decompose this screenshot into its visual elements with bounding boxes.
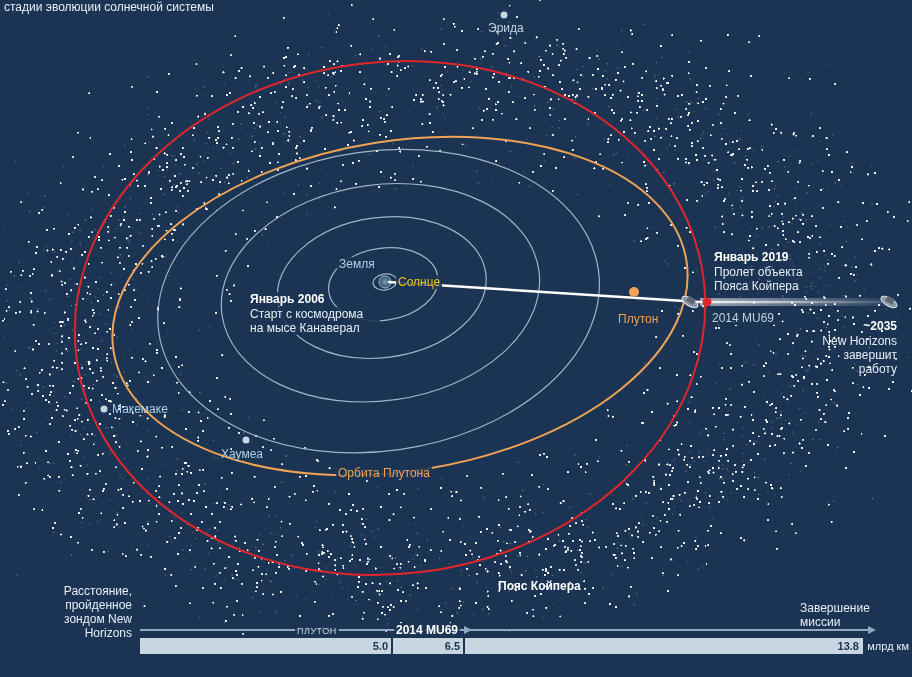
planet-name: Земля: [337, 257, 377, 271]
probe-icon: [879, 293, 899, 310]
distance-scale: [140, 626, 876, 654]
planet-orbits: [138, 122, 619, 481]
event-note: New Horizons завершит работу: [811, 334, 897, 376]
trajectory-fade: [700, 298, 895, 306]
probe-icon: [680, 293, 700, 310]
scale-value: 6.5: [445, 639, 460, 653]
event-note: Старт с космодрома на мысе Канаверал: [248, 307, 380, 335]
pluto-orbit: [88, 98, 712, 515]
haumea-dot: [243, 437, 250, 444]
makemake-dot: [101, 406, 108, 413]
scale-mark: 2014 MU69: [394, 623, 460, 637]
pluto-dot: [629, 287, 639, 297]
event-date: ~2035: [863, 319, 897, 333]
kuiper-belt-outline: [45, 25, 735, 610]
object-name: 2014 MU69: [710, 311, 776, 325]
dwarf-planet-name: Хаумеа: [221, 447, 263, 461]
scale-value: 13.8: [838, 639, 859, 653]
event-date: Январь 2006: [248, 292, 327, 306]
mu69-dot: [703, 298, 712, 307]
dwarf-planet-name: Эрида: [488, 21, 524, 35]
event-date: Январь 2019: [712, 250, 791, 264]
scale-title: Расстояние, пройденное зондом New Horizo…: [28, 584, 132, 640]
star-name: Солнце: [396, 275, 442, 289]
trajectory: [700, 301, 890, 304]
orbit-name: Орбита Плутона: [336, 466, 432, 480]
dwarf-planet-name: Макемаке: [112, 402, 168, 416]
scale-mark: ПЛУТОН: [295, 624, 339, 638]
region-name: Пояс Койпера: [498, 579, 581, 593]
scale-unit: млрд км: [867, 639, 909, 653]
caption-fragment: стадии эволюции солнечной системы: [4, 0, 214, 14]
scale-mark: Завершение миссии: [800, 601, 890, 629]
event-note: Пролет объекта Пояса Койпера: [712, 265, 834, 293]
planet-name: Плутон: [616, 312, 660, 326]
eris-dot: [501, 12, 508, 19]
scale-value: 5.0: [373, 639, 388, 653]
